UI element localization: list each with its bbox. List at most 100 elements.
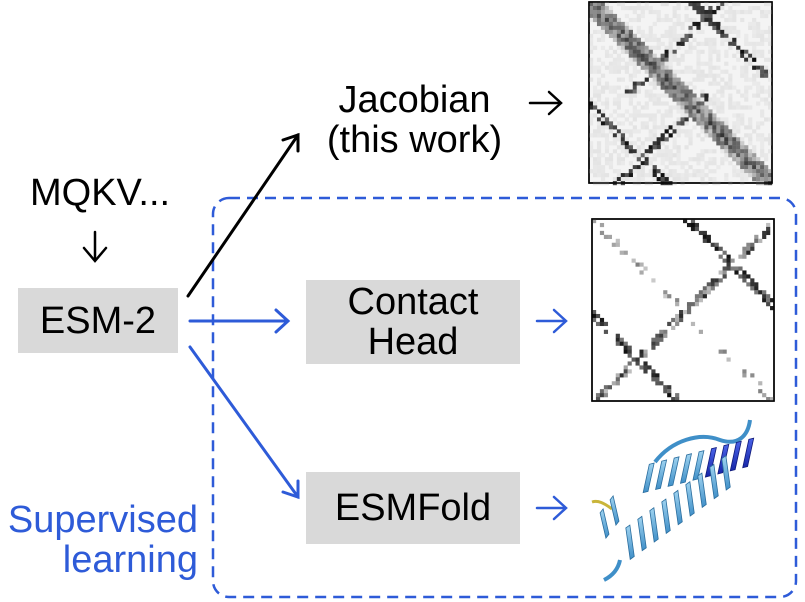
contact-map-cell: [604, 149, 610, 154]
contact-map-cell: [684, 173, 689, 178]
contact-map-cell: [604, 125, 610, 130]
contact-map-cell: [596, 2, 602, 7]
contact-map-cell: [732, 101, 737, 106]
contact-map-cell: [740, 105, 745, 110]
helix-turn: [692, 450, 705, 481]
contact-map-cell: [672, 5, 677, 11]
contact-map-cell: [698, 329, 703, 334]
contact-map-cell: [595, 397, 601, 402]
contact-map-cell: [660, 161, 665, 166]
contact-map-cell: [720, 77, 725, 82]
contact-map-cell: [696, 61, 701, 66]
contact-map-cell: [680, 89, 685, 94]
contact-map-cell: [676, 13, 681, 19]
contact-map-cell: [698, 290, 703, 295]
contact-map-cell: [752, 173, 757, 178]
contact-map-cell: [672, 137, 677, 142]
contact-map-cell: [764, 137, 769, 142]
contact-map-cell: [710, 278, 715, 283]
contact-map-cell: [612, 137, 618, 142]
contact-map-cell: [644, 2, 649, 7]
contact-map-cell: [672, 25, 677, 31]
contact-map-cell: [762, 234, 767, 239]
contact-map-cell: [612, 89, 618, 94]
contact-map-cell: [672, 145, 677, 150]
contact-map-cell: [746, 242, 751, 247]
contact-map-cell: [672, 57, 677, 62]
contact-map-cell: [668, 41, 673, 46]
contact-map-cell: [628, 173, 633, 178]
contact-map-cell: [640, 145, 645, 150]
contact-map-cell: [624, 21, 629, 27]
contact-map-cell: [604, 9, 610, 15]
contact-map-cell: [668, 85, 673, 90]
contact-map-cell: [768, 37, 773, 42]
contact-map-cell: [616, 101, 622, 106]
contact-map-cell: [604, 25, 610, 31]
contact-map-cell: [768, 2, 773, 7]
contact-map-cell: [736, 101, 741, 106]
contact-map-cell: [700, 29, 705, 35]
contact-map-cell: [632, 153, 637, 158]
contact-map-cell: [736, 113, 741, 118]
contact-map-cell: [652, 97, 657, 102]
contact-map-cell: [623, 250, 628, 255]
contact-map-cell: [632, 49, 637, 54]
contact-map-cell: [596, 109, 602, 114]
contact-map-cell: [680, 37, 685, 42]
contact-map-cell: [604, 121, 610, 126]
contact-map-cell: [668, 69, 673, 74]
contact-map-cell: [746, 250, 751, 255]
contact-map-cell: [672, 173, 677, 178]
contact-map-cell: [664, 101, 669, 106]
contact-map-cell: [644, 77, 649, 82]
contact-map-cell: [592, 317, 597, 323]
contact-map-cell: [615, 373, 620, 378]
contact-map-cell: [724, 141, 729, 146]
contact-map-cell: [680, 41, 685, 46]
contact-map-cell: [750, 282, 755, 287]
contact-map-cell: [660, 65, 665, 70]
contact-map-cell: [732, 113, 737, 118]
contact-map-cell: [628, 17, 633, 23]
contact-map-cell: [740, 153, 745, 158]
contact-map-cell: [671, 325, 676, 330]
contact-map-cell: [756, 53, 761, 58]
contact-map-cell: [619, 373, 624, 378]
contact-map-cell: [696, 57, 701, 62]
contact-map-cell: [764, 173, 769, 178]
jacobian-label-line1: Jacobian: [338, 79, 491, 121]
contact-map-cell: [716, 2, 721, 7]
contact-map-icon: [591, 218, 775, 402]
contact-map-cell: [688, 165, 693, 170]
contact-map-cell: [672, 81, 677, 86]
contact-map-cell: [639, 262, 644, 267]
contact-map-cell: [726, 254, 731, 259]
contact-map-cell: [636, 173, 641, 178]
contact-map-cell: [640, 45, 645, 50]
contact-map-cell: [752, 17, 757, 23]
contact-map-cell: [692, 69, 697, 74]
contact-map-cell: [756, 165, 761, 170]
contact-map-cell: [756, 137, 761, 142]
contact-map-cell: [724, 177, 729, 182]
contact-map-cell: [738, 266, 743, 271]
contact-map-cell: [589, 105, 594, 110]
contact-map-cell: [672, 121, 677, 126]
contact-map-cell: [708, 65, 713, 70]
contact-map-cell: [652, 113, 657, 118]
contact-map-cell: [644, 37, 649, 42]
contact-map-cell: [712, 161, 717, 166]
contact-map-cell: [628, 169, 633, 174]
contact-map-cell: [708, 21, 713, 27]
contact-map-cell: [680, 21, 685, 27]
contact-map-cell: [611, 381, 616, 386]
contact-map-cell: [664, 81, 669, 86]
contact-map-cell: [648, 53, 653, 58]
contact-map-cell: [644, 153, 649, 158]
contact-map-cell: [648, 169, 653, 174]
contact-map-cell: [728, 81, 733, 86]
contact-map-cell: [640, 61, 645, 66]
contact-map-cell: [600, 45, 606, 50]
contact-map-cell: [589, 37, 594, 42]
